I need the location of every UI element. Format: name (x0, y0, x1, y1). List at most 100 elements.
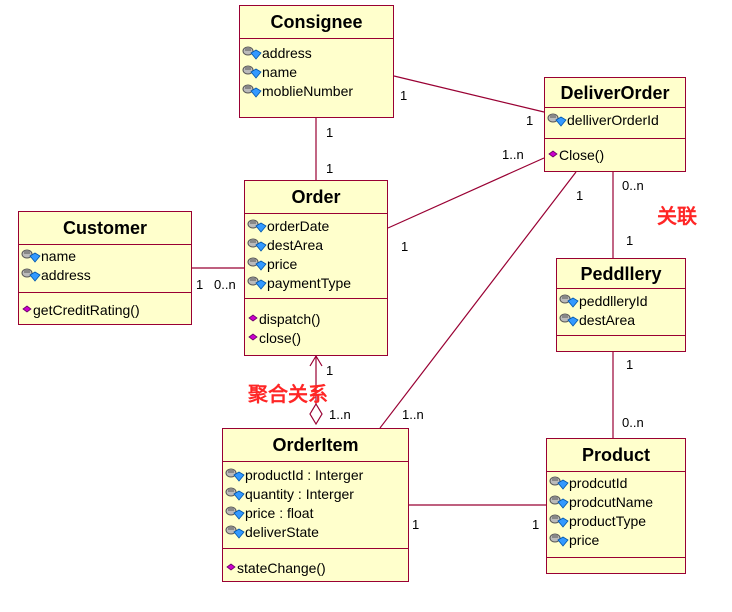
attributes-section: orderDate destArea price paymentType (245, 214, 387, 299)
attribute-icon (242, 84, 262, 98)
operation-name: dispatch() (259, 310, 321, 327)
attribute-row: price (549, 530, 685, 549)
multiplicity-label: 1 (412, 517, 420, 532)
class-deliverorder[interactable]: DeliverOrder delliverOrderId Close() (544, 77, 686, 172)
attribute-name: prodcutName (569, 493, 654, 510)
class-consignee[interactable]: Consignee address name moblieNumber (239, 5, 394, 118)
attribute-icon (547, 113, 567, 127)
operation-row: Close() (547, 145, 685, 164)
attribute-row: deliverState (225, 522, 408, 541)
multiplicity-label: 1..n (329, 407, 351, 422)
operations-section: stateChange() (223, 549, 408, 577)
attribute-icon (225, 468, 245, 482)
operation-name: stateChange() (237, 559, 326, 576)
attribute-icon (549, 533, 569, 547)
attribute-row: moblieNumber (242, 81, 393, 100)
operation-row: dispatch() (247, 309, 387, 328)
attribute-icon (242, 46, 262, 60)
attribute-name: quantity : Interger (245, 485, 354, 502)
attribute-name: address (262, 44, 312, 61)
multiplicity-label: 1 (401, 239, 409, 254)
attribute-name: address (41, 266, 91, 283)
attribute-row: orderDate (247, 216, 387, 235)
attribute-row: prodcutName (549, 492, 685, 511)
attributes-section: address name moblieNumber (240, 39, 393, 100)
attribute-name: delliverOrderId (567, 111, 659, 128)
attribute-row: price : float (225, 503, 408, 522)
attribute-icon (559, 313, 579, 327)
operation-icon (248, 314, 258, 321)
class-orderitem[interactable]: OrderItem productId : Interger quantity … (222, 428, 409, 582)
attribute-name: deliverState (245, 523, 319, 540)
class-order[interactable]: Order orderDate destArea price paymentTy… (244, 180, 388, 356)
operations-section: Close() (545, 139, 685, 164)
class-name: DeliverOrder (545, 78, 685, 108)
operation-row: getCreditRating() (21, 300, 191, 319)
association-annotation: 关联 (657, 206, 697, 228)
multiplicity-label: 1 (326, 125, 334, 140)
attribute-row: productId : Interger (225, 465, 408, 484)
edge-consignee-deliverorder (393, 75, 545, 113)
attribute-row: price (247, 254, 387, 273)
multiplicity-label: 1 (626, 357, 634, 372)
class-name: Peddllery (557, 259, 685, 289)
attributes-section: peddlleryId destArea (557, 289, 685, 336)
attribute-row: destArea (247, 235, 387, 254)
multiplicity-label: 1 (532, 517, 540, 532)
attribute-row: quantity : Interger (225, 484, 408, 503)
attribute-row: delliverOrderId (547, 110, 685, 129)
attributes-section: productId : Interger quantity : Interger… (223, 462, 408, 549)
attribute-icon (21, 249, 41, 263)
attribute-icon (247, 257, 267, 271)
operation-icon (22, 305, 32, 312)
attributes-section: name address (19, 245, 191, 293)
attribute-name: moblieNumber (262, 82, 354, 99)
attribute-icon (559, 294, 579, 308)
attribute-name: destArea (267, 236, 324, 253)
class-product[interactable]: Product prodcutId prodcutName productTyp… (546, 438, 686, 574)
attribute-icon (242, 65, 262, 79)
attribute-icon (247, 238, 267, 252)
class-peddllery[interactable]: Peddllery peddlleryId destArea (556, 258, 686, 352)
attribute-row: name (21, 246, 191, 265)
class-name: Consignee (240, 6, 393, 39)
attribute-name: orderDate (267, 217, 330, 234)
multiplicity-label: 1 (326, 363, 334, 378)
multiplicity-label: 1 (196, 277, 204, 292)
multiplicity-label: 1 (626, 233, 634, 248)
attributes-section: delliverOrderId (545, 108, 685, 139)
aggregation-arrowhead (309, 354, 323, 367)
attribute-row: prodcutId (549, 473, 685, 492)
operation-name: close() (259, 329, 302, 346)
operation-name: Close() (559, 146, 605, 163)
attribute-name: price : float (245, 504, 314, 521)
attribute-row: address (21, 265, 191, 284)
operation-row: stateChange() (225, 558, 408, 577)
multiplicity-label: 1 (400, 88, 408, 103)
operation-name: getCreditRating() (33, 301, 140, 318)
operation-row: close() (247, 328, 387, 347)
attribute-icon (225, 525, 245, 539)
attribute-name: destArea (579, 311, 636, 328)
multiplicity-label: 1 (526, 113, 534, 128)
aggregation-diamond (309, 402, 323, 426)
attribute-name: paymentType (267, 274, 352, 291)
multiplicity-label: 1 (326, 161, 334, 176)
attribute-icon (225, 487, 245, 501)
attribute-icon (549, 514, 569, 528)
attribute-icon (549, 476, 569, 490)
attribute-row: destArea (559, 310, 685, 329)
attribute-row: peddlleryId (559, 291, 685, 310)
class-customer[interactable]: Customer name address getCreditRating() (18, 211, 192, 325)
multiplicity-label: 0..n (622, 415, 644, 430)
attribute-icon (247, 276, 267, 290)
class-name: Order (245, 181, 387, 214)
aggregation-annotation: 聚合关系 (248, 384, 328, 406)
attribute-name: productId : Interger (245, 466, 364, 483)
operation-icon (248, 333, 258, 340)
multiplicity-label: 1 (576, 188, 584, 203)
class-name: Product (547, 439, 685, 472)
attribute-row: paymentType (247, 273, 387, 292)
operations-section (547, 558, 685, 562)
